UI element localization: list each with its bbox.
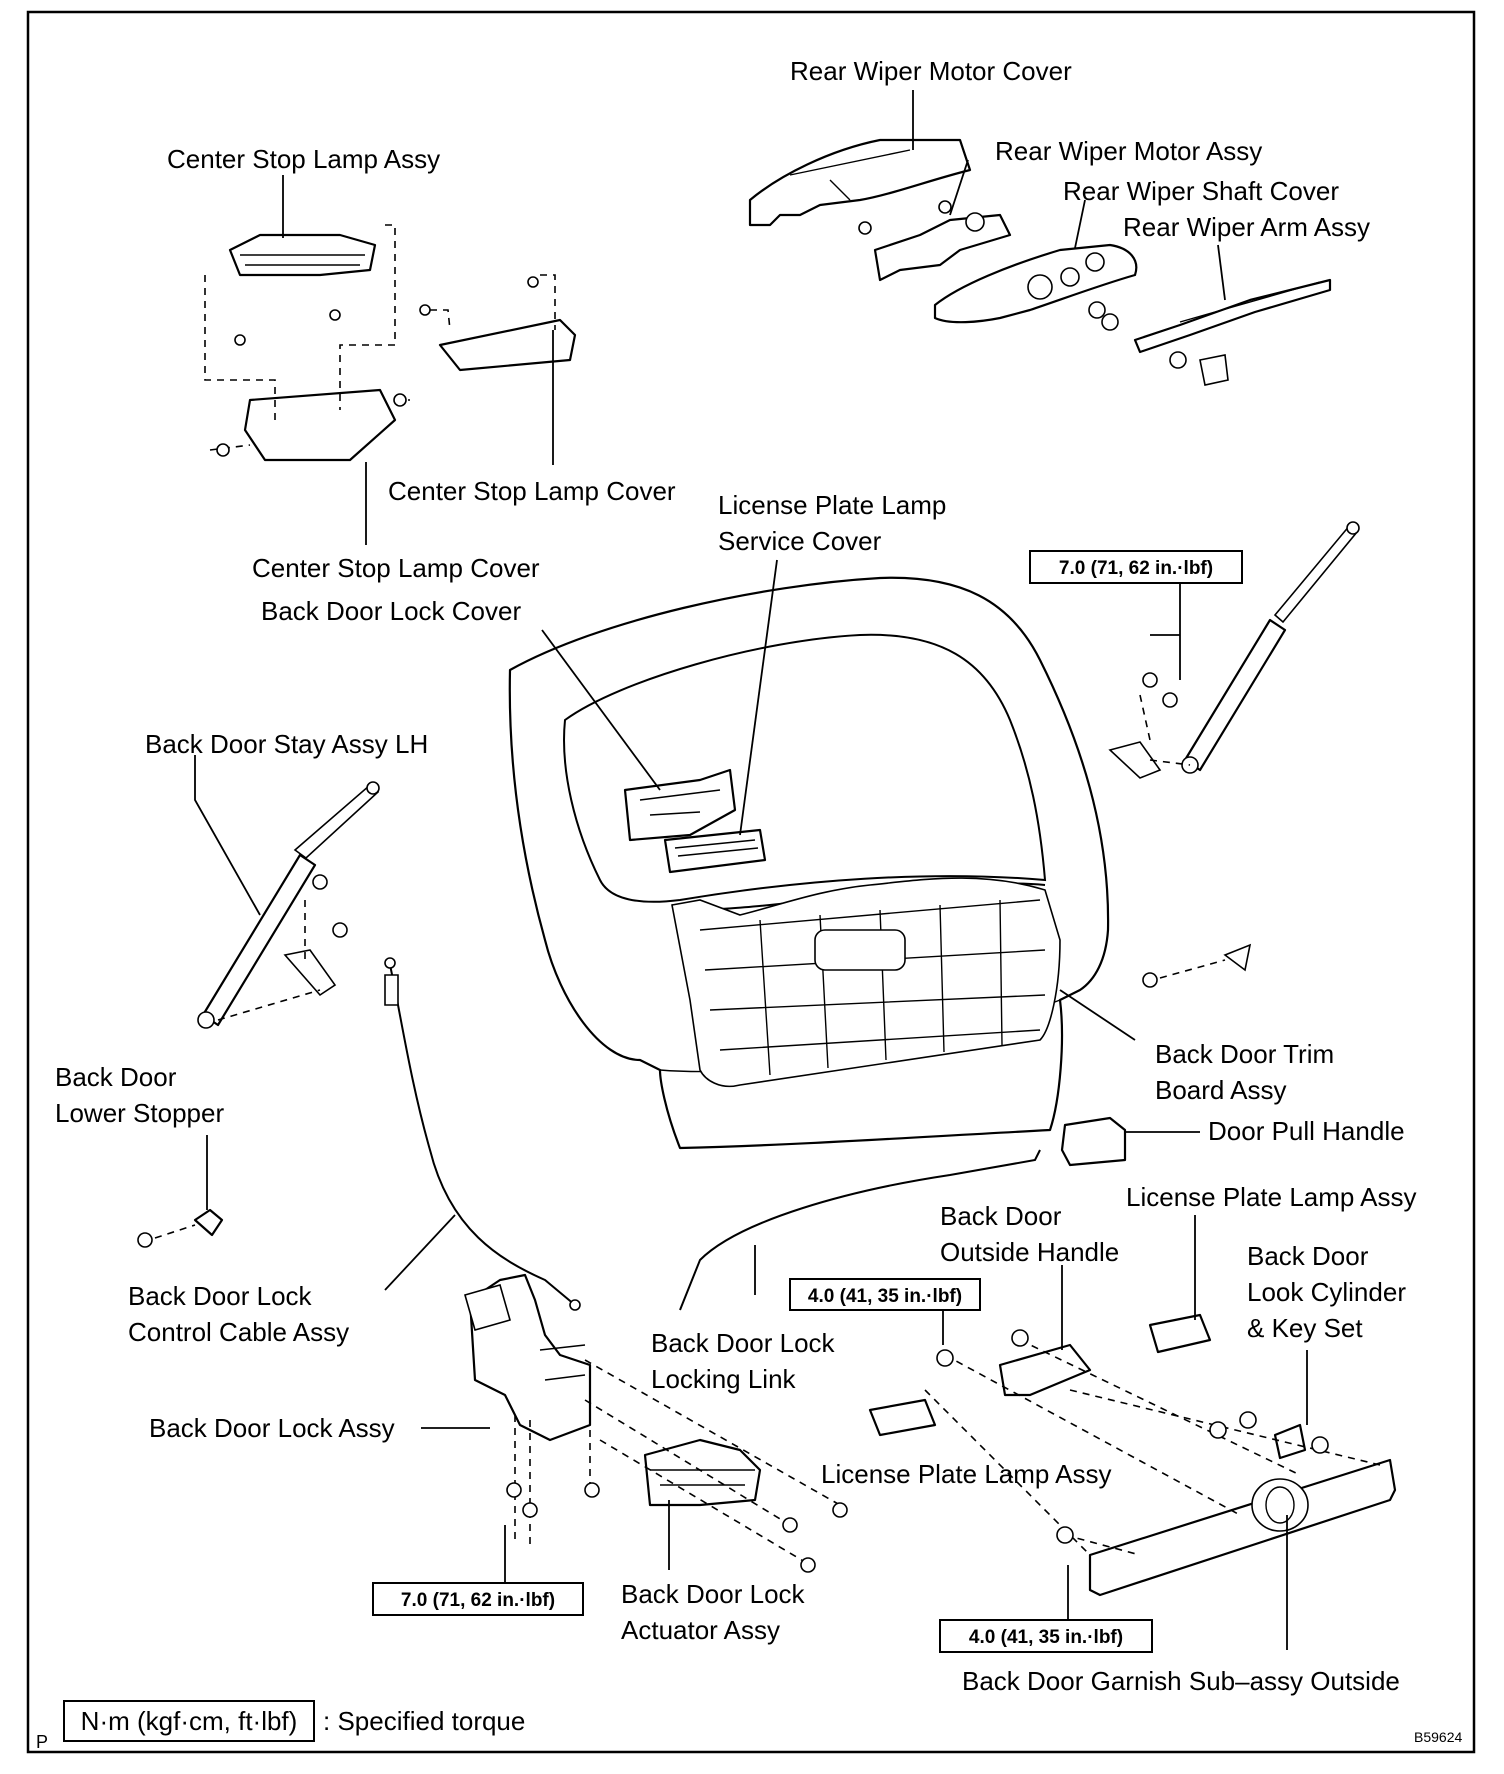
label-back-door-lower-stopper-line1: Back Door — [55, 1062, 177, 1092]
corner-letter: P — [36, 1732, 48, 1752]
label-back-door-lock-control-cable-line1: Back Door Lock — [128, 1281, 313, 1311]
label-back-door-lock-assy: Back Door Lock Assy — [149, 1413, 395, 1443]
torque-legend: N·m (kgf·cm, ft·lbf) : Specified torque — [63, 1700, 525, 1742]
back-door-lower-stopper — [137, 1208, 224, 1248]
label-center-stop-lamp-cover-1: Center Stop Lamp Cover — [388, 476, 676, 506]
torque-callout-outside-handle: 4.0 (41, 35 in.·lbf) — [789, 1278, 981, 1311]
torque-callout-stay-rh: 7.0 (71, 62 in.·lbf) — [1029, 550, 1243, 584]
part-labels: Rear Wiper Motor Cover Rear Wiper Motor … — [55, 56, 1417, 1696]
license-plate-lamp-service-cover — [663, 828, 767, 874]
label-back-door-stay-assy-lh: Back Door Stay Assy LH — [145, 729, 428, 759]
back-door-lock-locking-link — [679, 1149, 1041, 1311]
label-back-door-lock-locking-link-line1: Back Door Lock — [651, 1328, 836, 1358]
legend-meaning: : Specified torque — [323, 1706, 525, 1736]
label-back-door-outside-handle-line1: Back Door — [940, 1201, 1062, 1231]
label-rear-wiper-arm-assy: Rear Wiper Arm Assy — [1123, 212, 1370, 242]
label-back-door-lock-locking-link-line2: Locking Link — [651, 1364, 797, 1394]
legend-unit: N·m (kgf·cm, ft·lbf) — [81, 1706, 298, 1736]
label-rear-wiper-motor-assy: Rear Wiper Motor Assy — [995, 136, 1262, 166]
door-pull-handle — [1060, 1116, 1127, 1167]
label-back-door-lock-actuator-line1: Back Door Lock — [621, 1579, 806, 1609]
torque-value-stay-rh: 7.0 (71, 62 in.·lbf) — [1059, 558, 1213, 579]
label-back-door-outside-handle-line2: Outside Handle — [940, 1237, 1119, 1267]
label-back-door-lower-stopper-line2: Lower Stopper — [55, 1098, 224, 1128]
back-door-trim-board-assy — [671, 877, 1061, 1088]
rear-wiper-motor-assy — [858, 200, 1012, 282]
label-back-door-trim-board-line2: Board Assy — [1155, 1075, 1287, 1105]
label-back-door-lock-cylinder-line1: Back Door — [1247, 1241, 1369, 1271]
rear-wiper-motor-cover — [748, 138, 972, 227]
label-back-door-lock-cylinder-line3: & Key Set — [1247, 1313, 1363, 1343]
back-door-stay-assy-rh — [1108, 521, 1360, 779]
label-back-door-lock-control-cable-line2: Control Cable Assy — [128, 1317, 349, 1347]
back-door-lock-actuator-assy — [643, 1438, 762, 1507]
label-center-stop-lamp-assy: Center Stop Lamp Assy — [167, 144, 440, 174]
label-rear-wiper-motor-cover: Rear Wiper Motor Cover — [790, 56, 1072, 86]
label-center-stop-lamp-cover-2: Center Stop Lamp Cover — [252, 553, 540, 583]
license-plate-lamp-assy-top-part — [1148, 1313, 1212, 1354]
back-door-lock-control-cable-assy — [384, 957, 581, 1311]
label-back-door-trim-board-line1: Back Door Trim — [1155, 1039, 1334, 1069]
label-license-plate-lamp-assy-top: License Plate Lamp Assy — [1126, 1182, 1417, 1212]
label-back-door-garnish: Back Door Garnish Sub–assy Outside — [962, 1666, 1400, 1696]
torque-value-lock-assy: 7.0 (71, 62 in.·lbf) — [401, 1590, 555, 1611]
license-plate-lamp-assy-bottom-part — [868, 1398, 937, 1437]
label-license-plate-lamp-assy-bottom: License Plate Lamp Assy — [821, 1459, 1112, 1489]
label-license-plate-lamp-service-cover-line1: License Plate Lamp — [718, 490, 946, 520]
back-door-lock-assy — [464, 1273, 592, 1442]
torque-callout-garnish: 4.0 (41, 35 in.·lbf) — [939, 1619, 1153, 1653]
label-rear-wiper-shaft-cover: Rear Wiper Shaft Cover — [1063, 176, 1339, 206]
back-door-garnish-sub-assy-outside — [1088, 1458, 1397, 1597]
center-stop-lamp-assy — [228, 233, 377, 277]
torque-callout-lock-assy: 7.0 (71, 62 in.·lbf) — [372, 1582, 584, 1616]
label-license-plate-lamp-service-cover-line2: Service Cover — [718, 526, 882, 556]
torque-value-garnish: 4.0 (41, 35 in.·lbf) — [969, 1627, 1123, 1648]
diagram-frame — [26, 10, 1476, 1754]
label-back-door-lock-actuator-line2: Actuator Assy — [621, 1615, 780, 1645]
center-stop-lamp-cover-2 — [438, 318, 577, 372]
rear-wiper-shaft-cover — [933, 243, 1138, 324]
center-stop-lamp-cover-1 — [243, 388, 397, 462]
back-door-lock-cover — [623, 768, 737, 842]
torque-value-outside-handle: 4.0 (41, 35 in.·lbf) — [808, 1286, 962, 1307]
label-back-door-lock-cover: Back Door Lock Cover — [261, 596, 521, 626]
back-door-outside-handle — [998, 1343, 1092, 1397]
back-door-lock-cylinder-key-set — [1273, 1423, 1307, 1460]
rear-wiper-arm-assy — [1088, 278, 1332, 386]
label-back-door-lock-cylinder-line2: Look Cylinder — [1247, 1277, 1406, 1307]
back-door-stay-assy-lh — [197, 781, 380, 1029]
figure-code: B59624 — [1414, 1729, 1462, 1745]
label-door-pull-handle: Door Pull Handle — [1208, 1116, 1405, 1146]
